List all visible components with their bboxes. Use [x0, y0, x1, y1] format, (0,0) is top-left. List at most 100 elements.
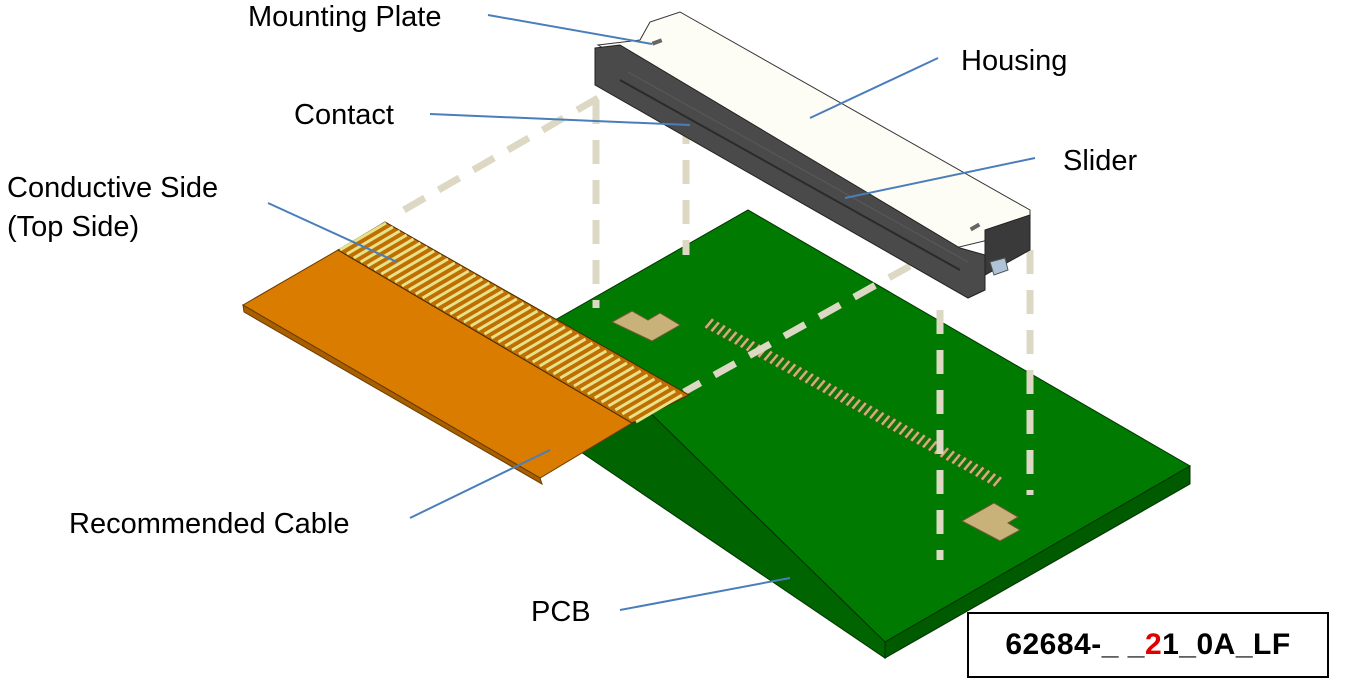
cable-conductor — [366, 237, 415, 268]
leader-lines — [267, 14, 1036, 611]
cable-conductor — [346, 225, 394, 256]
pcb-contact-pads — [703, 317, 1003, 488]
pcb-contact-pad — [833, 388, 844, 401]
cable-conductor — [408, 261, 456, 292]
cable-conductor — [414, 265, 463, 296]
cable-conductor — [587, 365, 635, 396]
pcb-contact-pad — [733, 333, 745, 346]
pcb-contact-pad — [703, 317, 715, 330]
cable-conductor — [531, 333, 580, 364]
pcb-contact-pad — [768, 353, 780, 365]
cable-conductor — [511, 321, 559, 352]
pcb-contact-pad — [868, 407, 880, 420]
pcb-contact-pad — [944, 449, 956, 462]
label-pcb: PCB — [531, 596, 591, 628]
cable-conductor — [628, 389, 676, 420]
pcb-contact-pad — [991, 475, 1003, 488]
pcb-contact-pad — [762, 349, 774, 362]
cable-conductor — [387, 249, 435, 280]
cable-conductor — [449, 285, 497, 316]
pcb-contact-pad — [844, 395, 856, 407]
cable-conductor — [421, 269, 470, 300]
label-housing: Housing — [961, 45, 1067, 77]
part-number-prefix: 62684-_ _ — [1005, 628, 1145, 661]
cable-conductor — [394, 253, 442, 284]
cable-conductor — [593, 369, 642, 400]
cable-conductor — [401, 257, 449, 288]
label-conductive-side: Conductive Side — [7, 172, 218, 204]
pcb-contact-pad — [956, 456, 968, 469]
pcb-contact-pad — [986, 472, 997, 485]
cable-conductor — [490, 309, 539, 340]
pcb-contact-pad — [950, 453, 962, 465]
pcb-contact-pad — [709, 320, 721, 333]
cable-conductor — [339, 221, 387, 252]
cable-conductor — [559, 349, 608, 380]
cable-conductor — [600, 373, 649, 404]
cable-conductor — [435, 277, 484, 308]
pcb-contact-pad — [874, 411, 886, 423]
pcb-contact-pad — [739, 336, 750, 349]
pcb-contact-pad — [780, 359, 792, 372]
pcb-contact-pad — [915, 433, 927, 446]
cable-conductor — [635, 393, 683, 424]
pcb-contact-pad — [786, 362, 797, 375]
cable-conductor — [373, 241, 422, 272]
cable-conductors — [339, 221, 683, 424]
pcb-contact-pad — [821, 382, 833, 394]
pcb-contact-pad — [892, 420, 903, 433]
cable-conductor — [525, 329, 573, 360]
cable-conductor — [580, 361, 628, 392]
pcb-contact-pad — [921, 436, 933, 449]
pcb — [554, 209, 1191, 659]
label-contact: Contact — [294, 99, 394, 131]
pcb-contact-pad — [809, 375, 821, 388]
cable-conductor — [538, 337, 587, 368]
pcb-contact-pad — [974, 465, 986, 478]
pcb-contact-pad — [715, 324, 727, 336]
pcb-contact-pad — [721, 327, 733, 340]
cable-conductor — [476, 301, 525, 332]
label-top-side: (Top Side) — [7, 211, 139, 243]
cable-conductor — [518, 325, 566, 356]
pcb-contact-pad — [909, 430, 921, 443]
pcb-contact-pad — [815, 378, 827, 391]
cable-conductor — [545, 341, 594, 372]
pcb-contact-pad — [903, 427, 915, 440]
part-number-highlight: 2 — [1144, 628, 1163, 661]
cable-conductor — [504, 317, 552, 348]
cable-conductor — [428, 273, 477, 304]
pcb-contact-pad — [880, 414, 891, 427]
pcb-contact-pad — [774, 356, 786, 369]
pcb-contact-pad — [792, 366, 803, 378]
cable-conductor — [483, 305, 532, 336]
pcb-contact-pad — [727, 330, 739, 343]
cable-conductor — [566, 353, 614, 384]
pcb-contact-pad — [886, 417, 897, 430]
cable-conductor — [463, 293, 511, 324]
pcb-contact-pad — [827, 385, 839, 398]
cable-conductor — [380, 245, 429, 276]
cable-conductor — [552, 345, 601, 376]
pcb-contact-pad — [839, 391, 850, 404]
cable-conductor — [456, 289, 504, 320]
pcb-mount-pad-left — [610, 310, 681, 342]
pcb-contact-pad — [897, 424, 909, 436]
pcb-contact-pad — [850, 398, 862, 411]
recommended-cable — [242, 221, 691, 486]
pcb-contact-pad — [862, 404, 874, 417]
cable-conductor — [573, 357, 621, 388]
label-slider: Slider — [1063, 145, 1137, 177]
label-mounting-plate: Mounting Plate — [248, 1, 441, 33]
pcb-contact-pad — [745, 340, 756, 353]
cable-conductor — [442, 281, 491, 312]
pcb-contact-pad — [803, 372, 815, 385]
cable-conductor — [497, 313, 546, 344]
pcb-contact-pad — [968, 462, 980, 475]
pcb-contact-pad — [962, 459, 974, 472]
pcb-contact-pad — [797, 369, 809, 382]
cable-conductor — [607, 377, 656, 408]
cable-conductor — [621, 385, 669, 416]
